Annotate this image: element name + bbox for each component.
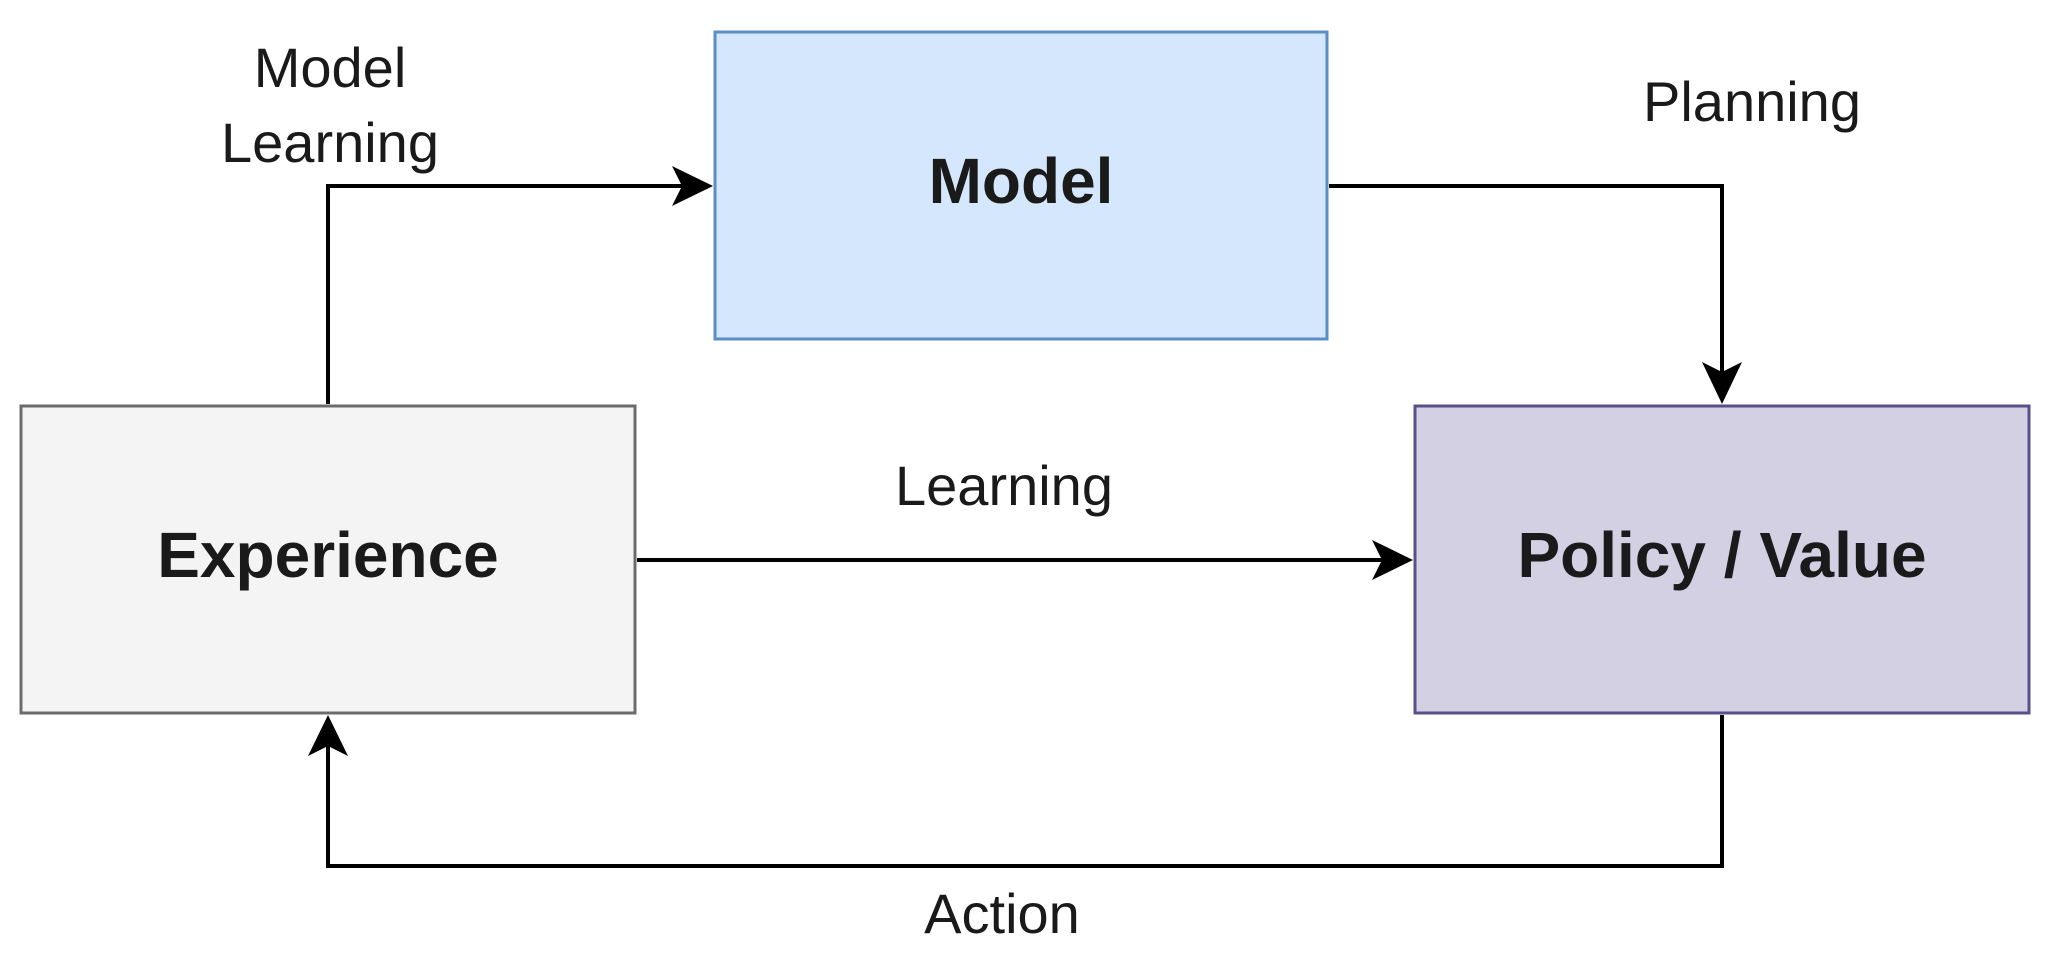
policy-value-node[interactable]: Policy / Value	[1413, 404, 2031, 715]
edge-planning: Planning	[1329, 70, 1861, 404]
edge-model-learning-line	[326, 184, 690, 404]
edge-learning-arrowhead	[1372, 540, 1413, 580]
edge-action: Action	[308, 715, 1724, 945]
experience-box	[19, 404, 637, 715]
edge-planning-arrowhead	[1702, 362, 1742, 404]
edge-model-learning: Model Learning	[221, 36, 713, 404]
experience-label: Experience	[157, 519, 499, 591]
model-label: Model	[929, 145, 1114, 217]
edge-learning: Learning	[637, 454, 1413, 580]
edge-model-learning-label-line2: Learning	[221, 111, 439, 174]
policy-value-box	[1413, 404, 2031, 715]
edge-planning-line	[1329, 184, 1724, 380]
model-box	[713, 30, 1329, 341]
experience-node[interactable]: Experience	[19, 404, 637, 715]
policy-value-label: Policy / Value	[1517, 519, 1926, 591]
edge-model-learning-label-line1: Model	[254, 36, 407, 99]
edge-planning-label: Planning	[1643, 70, 1861, 133]
model-node[interactable]: Model	[713, 30, 1329, 341]
edge-learning-label: Learning	[895, 454, 1113, 517]
edge-action-arrowhead	[308, 715, 348, 756]
edge-action-line	[326, 715, 1724, 868]
edge-model-learning-arrowhead	[672, 166, 713, 206]
edge-action-label: Action	[924, 882, 1080, 945]
